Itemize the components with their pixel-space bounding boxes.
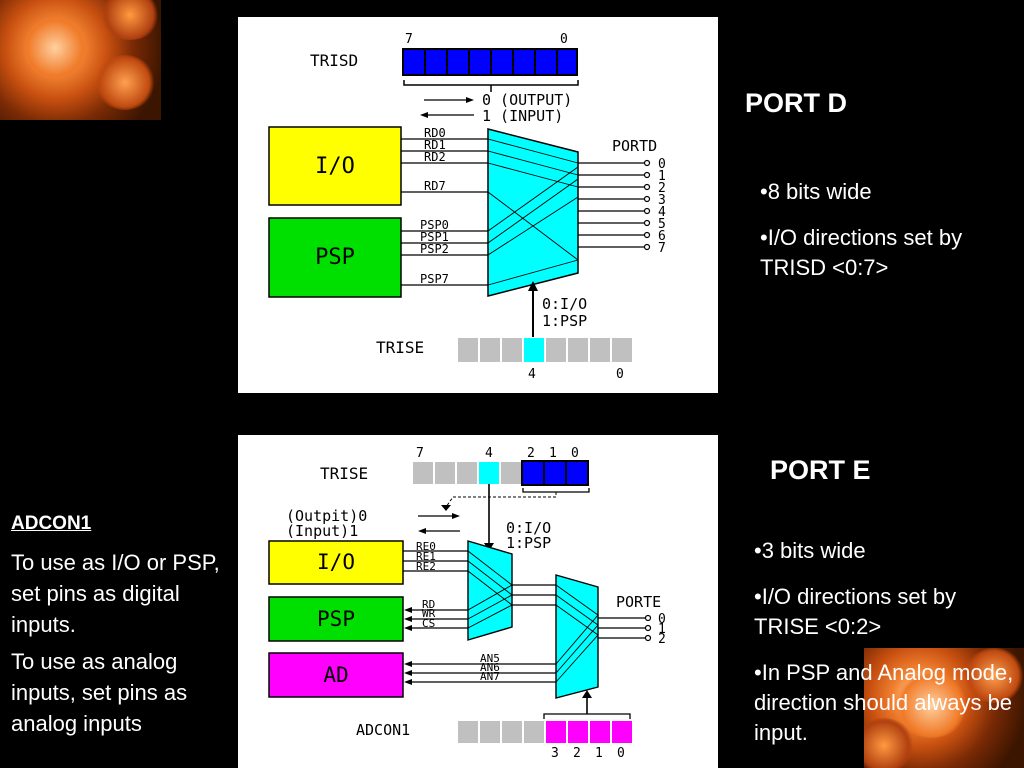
- psp-line-2: PSP2: [420, 242, 449, 256]
- portd-title: PORT D: [745, 88, 848, 118]
- adcon1-title: ADCON1: [11, 513, 92, 534]
- porte-diagram: TRISE 7 4 2 1 0 (Outpit)0 (Input)1 0:I/O: [238, 435, 718, 768]
- portd-pin-4: 4: [658, 205, 666, 220]
- porte-select-io: 0:I/O: [506, 519, 551, 537]
- portd-multiplexer: [487, 128, 579, 297]
- portd-pin-0: 0: [658, 157, 666, 172]
- adcon1-digital-note: To use as I/O or PSP, set pins as digita…: [11, 550, 220, 637]
- portd-pin-6: 6: [658, 229, 666, 244]
- portd-pin-5: 5: [658, 217, 666, 232]
- io-box: [268, 126, 402, 206]
- psp-line-rd: RD: [422, 598, 435, 611]
- porte-ad-label: AD: [323, 663, 348, 687]
- rd-line-2: RD2: [424, 150, 446, 164]
- portd-bullet-width: •8 bits wide: [760, 179, 872, 204]
- trise-register: [458, 338, 632, 362]
- porte-bullet-mode: •In PSP and Analog mode, direction shoul…: [754, 660, 1014, 745]
- trise-bit-4: 4: [528, 367, 536, 382]
- porte-output-label: (Outpit)0: [286, 507, 367, 525]
- porte-bullets: •3 bits wide •I/O directions set by TRIS…: [754, 536, 1016, 764]
- re-line-0: RE0: [416, 540, 436, 553]
- adcon-bit-0: 0: [617, 746, 625, 761]
- porte-bullet-direction: •I/O directions set by TRISE <0:2>: [754, 584, 957, 639]
- output-label: 0 (OUTPUT): [482, 91, 572, 109]
- trise-bit-0: 0: [616, 367, 624, 382]
- porte-title: PORT E: [770, 455, 871, 485]
- adcon-bit-1: 1: [595, 746, 603, 761]
- an-line-5: AN5: [480, 652, 500, 665]
- porte-psp-label: PSP: [317, 607, 355, 631]
- adcon-register: [458, 721, 632, 743]
- trisd-label: TRISD: [310, 51, 358, 70]
- psp-box-label: PSP: [315, 245, 355, 270]
- porte-ad-box: [268, 652, 404, 698]
- portd-pin-7: 7: [658, 241, 666, 256]
- psp-line-0: PSP0: [420, 218, 449, 232]
- porte-label: PORTE: [616, 593, 661, 611]
- portd-pin-3: 3: [658, 193, 666, 208]
- porte-input-label: (Input)1: [286, 522, 358, 540]
- trisd-register: [402, 48, 578, 76]
- re-line-2: RE2: [416, 560, 436, 573]
- select-psp-label: 1:PSP: [542, 312, 587, 330]
- psp-box: [268, 217, 402, 298]
- trise-label: TRISE: [376, 338, 424, 357]
- adcon1-analog-note: To use as analog inputs, set pins as ana…: [11, 649, 188, 736]
- adcon-bit-3: 3: [551, 746, 559, 761]
- psp-line-wr: WR: [422, 607, 436, 620]
- adcon-register-label: ADCON1: [356, 721, 410, 739]
- porte-io-label: I/O: [317, 550, 355, 574]
- direction-arrows: [420, 97, 474, 118]
- porte-bit-4: 4: [485, 446, 493, 461]
- rose-image-top-left: [0, 0, 161, 120]
- portd-pin-1: 1: [658, 169, 666, 184]
- input-label: 1 (INPUT): [482, 107, 563, 125]
- porte-bit-2: 2: [527, 446, 535, 461]
- porte-psp-box: [268, 596, 404, 642]
- porte-bit-7: 7: [416, 446, 424, 461]
- io-box-label: I/O: [315, 154, 355, 179]
- portd-label: PORTD: [612, 137, 657, 155]
- rd-line-1: RD1: [424, 138, 446, 152]
- porte-trise-label: TRISE: [320, 464, 368, 483]
- re-line-1: RE1: [416, 550, 436, 563]
- porte-select-psp: 1:PSP: [506, 534, 551, 552]
- porte-bullet-width: •3 bits wide: [754, 538, 866, 563]
- porte-multiplexer-1: [467, 540, 513, 641]
- select-arrow-icon: [528, 281, 538, 291]
- psp-line-cs: CS: [422, 617, 435, 630]
- porte-multiplexer-2: [555, 574, 599, 699]
- adcon-bit-2: 2: [573, 746, 581, 761]
- rd-line-0: RD0: [424, 126, 446, 140]
- portd-bullets: •8 bits wide •I/O directions set by TRIS…: [760, 177, 990, 299]
- portd-diagram: TRISD 7 0 0 (OUTPUT) 1 (INPUT) I/O: [238, 17, 718, 393]
- porte-pin-0: 0: [658, 612, 666, 627]
- rd-line-7: RD7: [424, 179, 446, 193]
- porte-bit-1: 1: [549, 446, 557, 461]
- portd-pin-2: 2: [658, 181, 666, 196]
- porte-trise-register: [413, 460, 589, 486]
- adcon1-notes: ADCON1 To use as I/O or PSP, set pins as…: [11, 513, 221, 745]
- psp-line-1: PSP1: [420, 230, 449, 244]
- porte-pin-2: 2: [658, 632, 666, 647]
- trisd-bit-low: 0: [560, 32, 568, 47]
- an-line-6: AN6: [480, 661, 500, 674]
- porte-pin-1: 1: [658, 622, 666, 637]
- portd-bullet-direction: •I/O directions set by TRISD <0:7>: [760, 225, 963, 280]
- rose-image-bottom-right: [864, 648, 1024, 768]
- porte-io-box: [268, 540, 404, 585]
- trisd-bit-high: 7: [405, 32, 413, 47]
- select-io-label: 0:I/O: [542, 295, 587, 313]
- porte-bit-0: 0: [571, 446, 579, 461]
- psp-line-7: PSP7: [420, 272, 449, 286]
- an-line-7: AN7: [480, 670, 500, 683]
